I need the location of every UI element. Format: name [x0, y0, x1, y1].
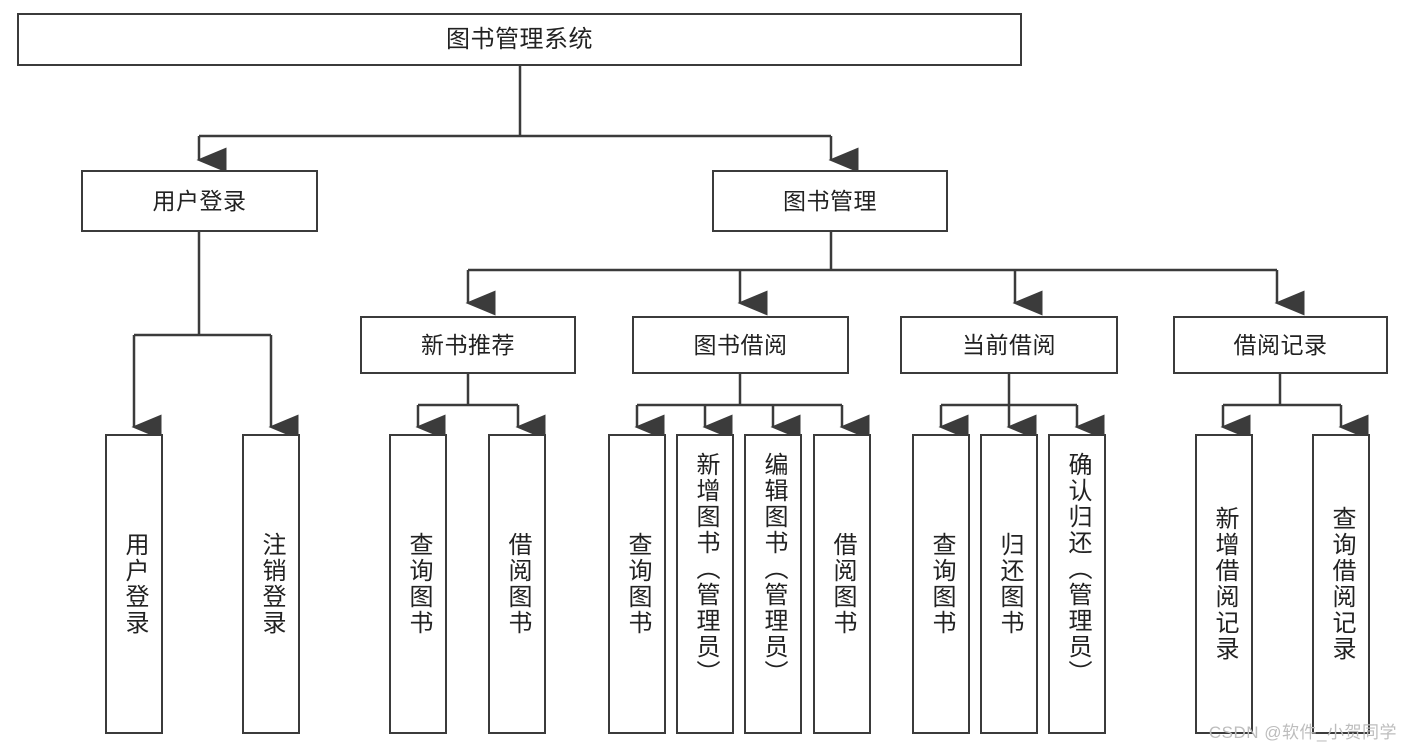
node-current-borrow-label: 当前借阅 — [962, 331, 1056, 358]
node-borrow-record[interactable]: 借阅记录 — [1173, 316, 1388, 374]
node-root[interactable]: 图书管理系统 — [17, 13, 1022, 66]
node-borrow-record-label: 借阅记录 — [1233, 331, 1328, 358]
node-leaf-edit-book-admin-label: 编辑图书（管理员） — [760, 452, 787, 686]
node-leaf-query-book-3-label: 查询图书 — [928, 532, 955, 636]
node-leaf-query-book-1-label: 查询图书 — [405, 532, 432, 636]
node-leaf-logout-login-label: 注销登录 — [258, 532, 285, 636]
node-leaf-query-book-2-label: 查询图书 — [624, 532, 651, 636]
node-user-login-label: 用户登录 — [152, 187, 247, 214]
node-leaf-confirm-return-admin-label: 确认归还（管理员） — [1064, 452, 1091, 686]
node-leaf-borrow-book-2-label: 借阅图书 — [829, 532, 856, 636]
watermark: CSDN @软件_小贺同学 — [1208, 723, 1397, 742]
node-leaf-return-book[interactable]: 归还图书 — [980, 434, 1038, 734]
node-book-borrow[interactable]: 图书借阅 — [632, 316, 849, 374]
node-new-book-recommend-label: 新书推荐 — [421, 331, 515, 358]
node-leaf-edit-book-admin[interactable]: 编辑图书（管理员） — [744, 434, 802, 734]
node-leaf-add-borrow-record[interactable]: 新增借阅记录 — [1195, 434, 1253, 734]
node-current-borrow[interactable]: 当前借阅 — [900, 316, 1118, 374]
node-leaf-add-book-admin-label: 新增图书（管理员） — [692, 452, 719, 686]
node-new-book-recommend[interactable]: 新书推荐 — [360, 316, 576, 374]
node-leaf-borrow-book-2[interactable]: 借阅图书 — [813, 434, 871, 734]
node-leaf-add-book-admin[interactable]: 新增图书（管理员） — [676, 434, 734, 734]
node-leaf-query-borrow-record-label: 查询借阅记录 — [1328, 506, 1355, 662]
node-user-login[interactable]: 用户登录 — [81, 170, 318, 232]
node-leaf-borrow-book-1[interactable]: 借阅图书 — [488, 434, 546, 734]
node-leaf-query-book-1[interactable]: 查询图书 — [389, 434, 447, 734]
node-book-manage-label: 图书管理 — [783, 187, 877, 214]
node-leaf-return-book-label: 归还图书 — [996, 532, 1023, 636]
node-leaf-query-book-2[interactable]: 查询图书 — [608, 434, 666, 734]
node-leaf-user-login[interactable]: 用户登录 — [105, 434, 163, 734]
node-leaf-user-login-label: 用户登录 — [121, 532, 148, 636]
node-leaf-borrow-book-1-label: 借阅图书 — [504, 532, 531, 636]
node-book-borrow-label: 图书借阅 — [693, 331, 788, 358]
node-leaf-query-book-3[interactable]: 查询图书 — [912, 434, 970, 734]
node-book-manage[interactable]: 图书管理 — [712, 170, 948, 232]
node-root-label: 图书管理系统 — [446, 25, 593, 53]
node-leaf-confirm-return-admin[interactable]: 确认归还（管理员） — [1048, 434, 1106, 734]
node-leaf-query-borrow-record[interactable]: 查询借阅记录 — [1312, 434, 1370, 734]
node-leaf-add-borrow-record-label: 新增借阅记录 — [1211, 506, 1238, 662]
node-leaf-logout-login[interactable]: 注销登录 — [242, 434, 300, 734]
